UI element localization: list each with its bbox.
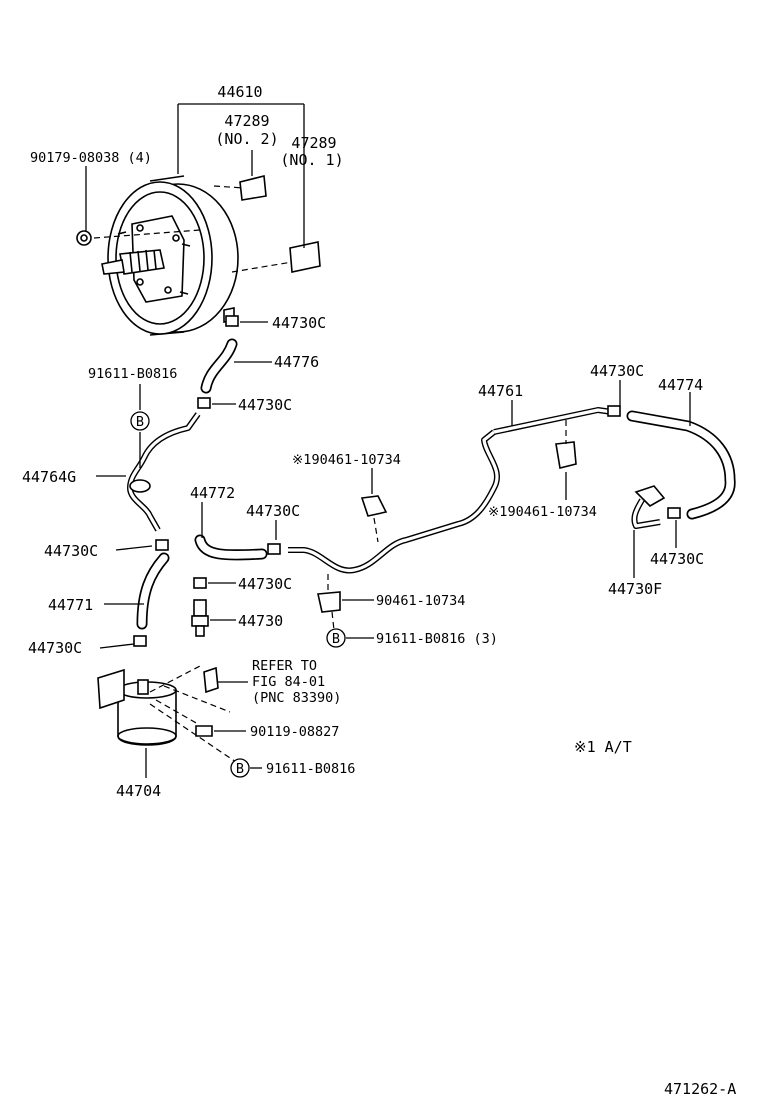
- vacuum-switch: [203, 666, 219, 694]
- label-44772: 44772: [190, 484, 235, 502]
- pipe-44764g: [127, 412, 201, 532]
- label-clamp-mid-left: 44730C: [44, 542, 98, 560]
- pipe-mid: [288, 429, 500, 574]
- dashed-lines: [93, 185, 567, 763]
- label-bolt-90119: 90119-08827: [250, 724, 339, 740]
- label-47289-no1-sub: (NO. 1): [280, 151, 343, 169]
- label-nut: 90179-08038 (4): [30, 150, 152, 166]
- label-clamp-booster: 44730C: [272, 314, 326, 332]
- clip-icon: [317, 441, 577, 613]
- brake-booster: [101, 175, 239, 336]
- label-clamp-top-right: 44730C: [590, 362, 644, 380]
- label-clamp-44772: 44730C: [246, 502, 300, 520]
- label-clip-90461: 90461-10734: [376, 593, 465, 609]
- label-44776: 44776: [274, 353, 319, 371]
- label-47289-no2-sub: (NO. 2): [215, 130, 278, 148]
- label-44730f: 44730F: [608, 580, 662, 598]
- label-figure-code: 471262-A: [664, 1080, 736, 1098]
- label-note-at: ※1 A/T: [574, 738, 632, 756]
- label-bolt-b-left: 91611-B0816: [88, 366, 177, 382]
- b-marker-icon: [130, 411, 346, 778]
- label-clamp-lower-left: 44730C: [28, 639, 82, 657]
- valve-44730: [191, 599, 209, 637]
- label-47289-no1: 47289: [291, 134, 336, 152]
- tank-44704: [97, 668, 177, 746]
- label-44730: 44730: [238, 612, 283, 630]
- label-clamp-upper-left: 44730C: [238, 396, 292, 414]
- label-44771: 44771: [48, 596, 93, 614]
- b-marker-bottom: B: [236, 761, 244, 777]
- label-refer-1: REFER TO: [252, 658, 317, 674]
- label-clip-right: ※190461-10734: [488, 504, 597, 520]
- b-marker-left: B: [136, 414, 144, 430]
- hose-44776: [200, 338, 238, 394]
- label-clip-top-mid: ※190461-10734: [292, 452, 401, 468]
- leader-lines: [85, 103, 691, 778]
- bolt-icon: [195, 725, 213, 737]
- hose-44772: [194, 534, 268, 561]
- label-47289-no2: 47289: [224, 112, 269, 130]
- label-refer-2: FIG 84-01: [252, 674, 325, 690]
- label-bolt-b-bottom: 91611-B0816: [266, 761, 355, 777]
- clamp-icon: [133, 315, 681, 647]
- label-44610: 44610: [217, 83, 262, 101]
- label-44704: 44704: [116, 782, 161, 800]
- nut-icon: [76, 230, 92, 246]
- label-refer-3: (PNC 83390): [252, 690, 341, 706]
- label-bolt-b-mid: 91611-B0816 (3): [376, 631, 498, 647]
- gasket-no2: [239, 174, 267, 201]
- label-44774: 44774: [658, 376, 703, 394]
- label-44761: 44761: [478, 382, 523, 400]
- label-44764g: 44764G: [22, 468, 76, 486]
- hose-44771: [136, 552, 170, 630]
- gasket-no1: [289, 241, 321, 273]
- label-clamp-valve: 44730C: [238, 575, 292, 593]
- hose-44730f: [631, 485, 666, 529]
- hose-44774: [626, 410, 736, 520]
- label-clamp-right: 44730C: [650, 550, 704, 568]
- b-marker-mid: B: [332, 631, 340, 647]
